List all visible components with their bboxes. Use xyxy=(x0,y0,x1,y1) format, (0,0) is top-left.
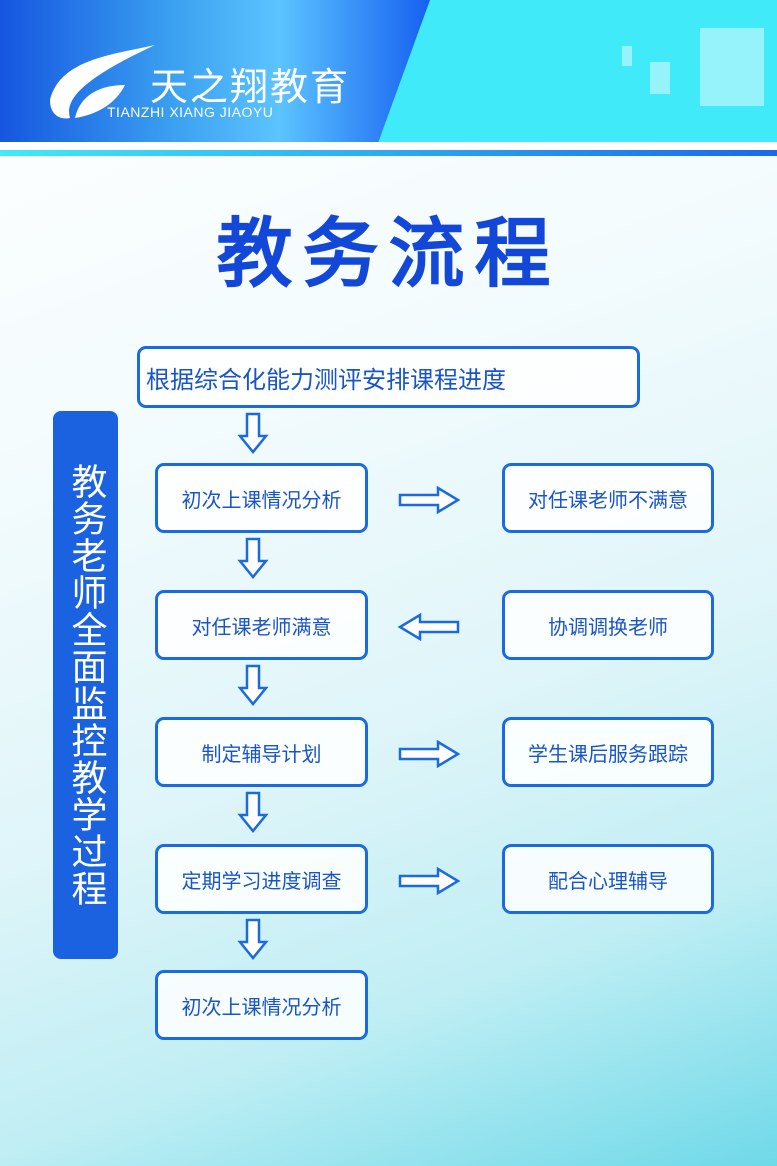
logo-wing-icon xyxy=(50,45,155,119)
right-step-box: 学生课后服务跟踪 xyxy=(502,717,714,787)
right-step-box: 对任课老师不满意 xyxy=(502,463,714,533)
arrow-right-icon xyxy=(398,866,461,896)
decor-square xyxy=(622,46,632,66)
sidebar-label: 教务老师全面监控教学过程 xyxy=(53,411,118,959)
right-step-box: 配合心理辅导 xyxy=(502,844,714,914)
header-banner: 天之翔教育 TIANZHI XIANG JIAOYU xyxy=(0,0,777,142)
arrow-right-icon xyxy=(398,739,461,769)
top-step-box: 根据综合化能力测评安排课程进度 xyxy=(137,346,640,408)
divider xyxy=(0,150,777,156)
arrow-down-icon xyxy=(237,664,269,706)
divider xyxy=(0,142,777,150)
page-title: 教务流程 xyxy=(216,209,561,298)
decor-square xyxy=(700,28,764,106)
left-step-box: 初次上课情况分析 xyxy=(155,463,368,533)
arrow-left-icon xyxy=(397,612,460,642)
left-step-box: 定期学习进度调查 xyxy=(155,844,368,914)
left-step-box: 制定辅导计划 xyxy=(155,717,368,787)
arrow-down-icon xyxy=(237,791,269,833)
brand-name: 天之翔教育 xyxy=(150,65,351,109)
brand-subtitle: TIANZHI XIANG JIAOYU xyxy=(107,104,274,120)
arrow-down-icon xyxy=(237,412,269,454)
left-step-box: 初次上课情况分析 xyxy=(155,970,368,1040)
right-step-box: 协调调换老师 xyxy=(502,590,714,660)
arrow-down-icon xyxy=(237,537,269,579)
arrow-right-icon xyxy=(398,485,461,515)
left-step-box: 对任课老师满意 xyxy=(155,590,368,660)
decor-square xyxy=(650,62,670,94)
arrow-down-icon xyxy=(237,918,269,960)
